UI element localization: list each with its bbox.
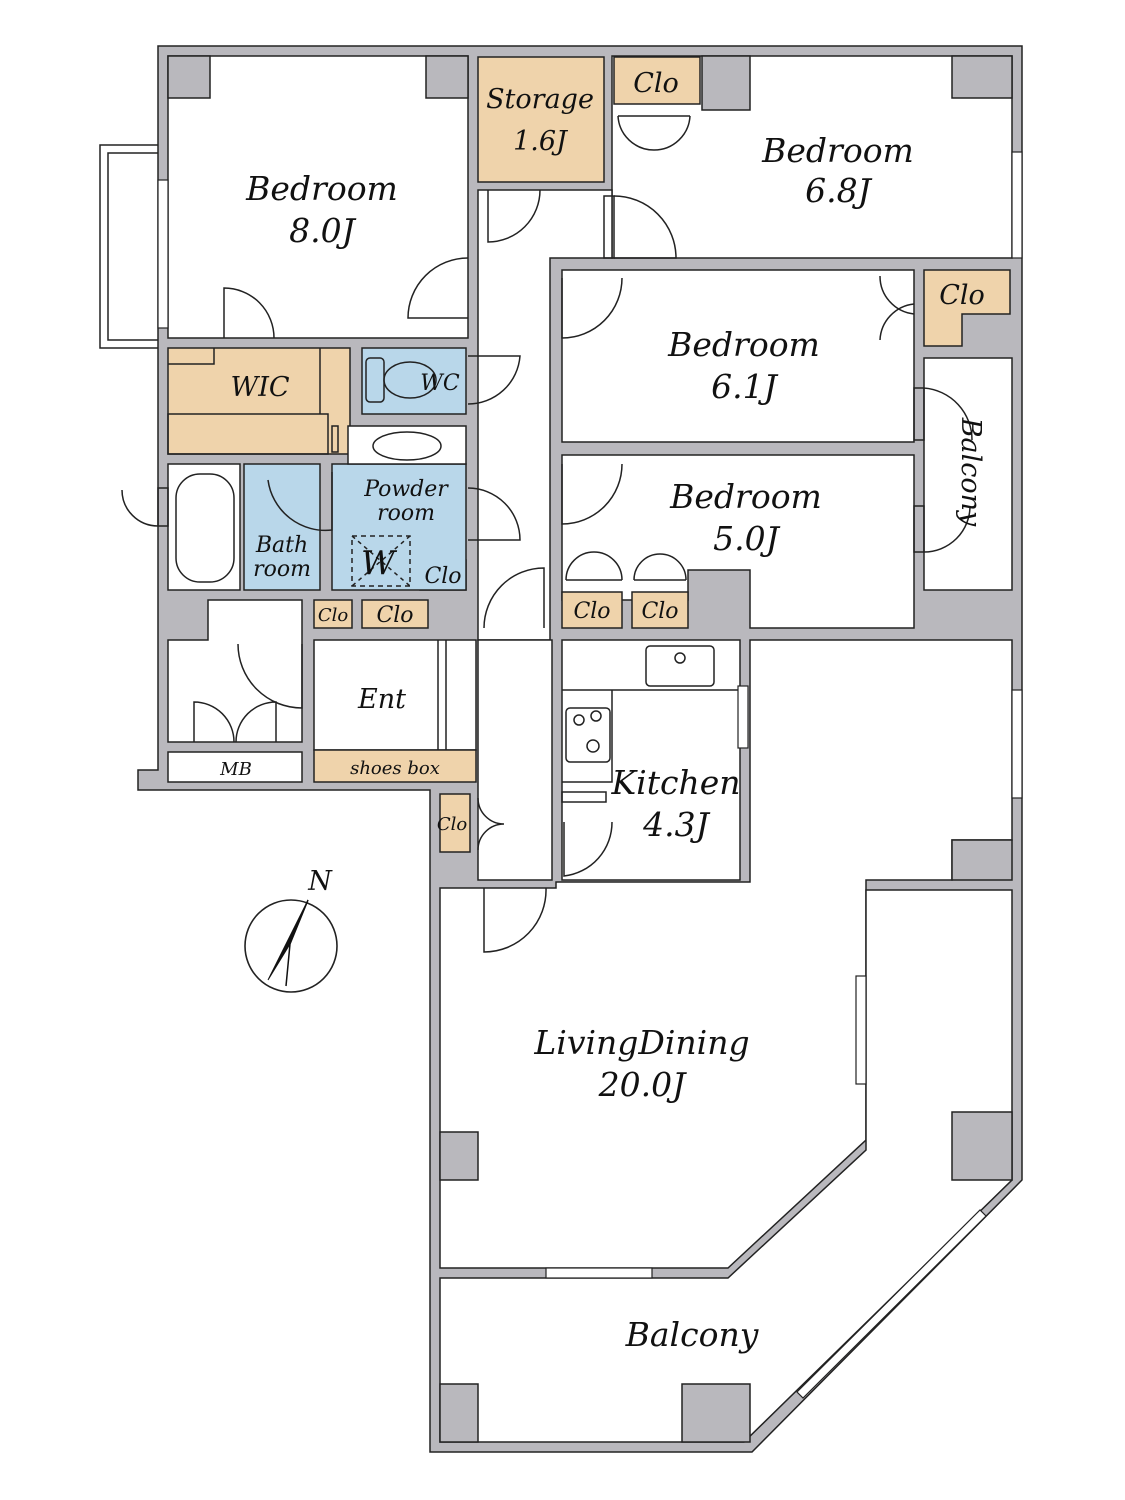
- closet-ne: [613, 56, 701, 105]
- closet-small-2: [361, 599, 429, 629]
- closet-label: Clo: [641, 599, 678, 624]
- closet-mid: [923, 269, 1011, 347]
- bedroom-nw-size: 8.0J: [289, 211, 356, 250]
- bedroom-ne-size: 6.8J: [805, 171, 872, 210]
- column: [951, 55, 1013, 99]
- shoes-box-label: shoes box: [350, 758, 440, 779]
- kitchen-shelf: [561, 791, 607, 803]
- closet-label: Clo: [437, 814, 468, 835]
- bedroom-ne-name: Bedroom: [761, 131, 914, 170]
- window: [737, 685, 749, 749]
- closet-small-1: [313, 599, 353, 629]
- window: [1011, 151, 1023, 259]
- column: [951, 1111, 1013, 1181]
- closet-bed-1: [561, 591, 623, 629]
- column: [425, 55, 469, 99]
- powder-room-label-1: Powder: [363, 477, 449, 502]
- stove: [565, 707, 611, 763]
- shoes-box: [313, 749, 477, 783]
- washer-pan: [351, 535, 411, 587]
- burner: [586, 739, 600, 753]
- entrance-label: Ent: [357, 684, 406, 715]
- balcony-east-label: Balcony: [955, 417, 986, 527]
- closet-label: Clo: [376, 603, 413, 628]
- basin: [372, 431, 442, 461]
- wic-door-jamb: [331, 425, 339, 453]
- closet-label: Clo: [939, 280, 985, 311]
- storage-size: 1.6J: [513, 126, 569, 157]
- compass: [244, 899, 338, 993]
- window: [157, 179, 169, 329]
- bathtub: [175, 473, 235, 583]
- bedroom-mid-size: 6.1J: [711, 367, 778, 406]
- storage-room: [477, 56, 605, 183]
- entrance-step: [437, 640, 447, 750]
- bedroom-small-name: Bedroom: [669, 477, 822, 516]
- vestibule-area: [167, 599, 303, 743]
- wic-label: WIC: [230, 372, 289, 403]
- toilet-bowl: [383, 361, 437, 399]
- kitchen-size: 4.3J: [642, 805, 710, 844]
- powder-room-label-2: room: [377, 501, 435, 526]
- sink-drain: [674, 652, 686, 664]
- kitchen-sink: [645, 645, 715, 687]
- wic-shelf: [167, 413, 329, 455]
- compass-needle-outline: [285, 899, 309, 987]
- balcony-south-area: [439, 889, 1013, 1443]
- bath-room-label-1: Bath: [255, 533, 308, 558]
- powder-room: [331, 463, 467, 591]
- meter-box-label: MB: [219, 759, 252, 780]
- column: [439, 1383, 479, 1443]
- burner: [573, 714, 585, 726]
- west-balcony-rail-inner: [107, 152, 158, 341]
- bedroom-nw-name: Bedroom: [245, 169, 398, 208]
- bedroom-mid-name: Bedroom: [667, 325, 820, 364]
- burner: [590, 710, 602, 722]
- closet-hall: [439, 793, 471, 853]
- closet-label: Clo: [318, 605, 349, 626]
- window: [1011, 689, 1023, 799]
- window: [855, 975, 867, 1085]
- closet-label: Clo: [424, 564, 461, 589]
- doors: [121, 115, 973, 953]
- compass-north-label: N: [307, 866, 333, 897]
- west-balcony-rail: [99, 144, 158, 349]
- wc-label: WC: [420, 371, 460, 396]
- column: [951, 839, 1013, 881]
- bedroom-mid-area: [561, 269, 915, 443]
- hall-lower-area: [477, 639, 553, 881]
- column: [701, 55, 751, 111]
- washer-label: W: [361, 543, 398, 582]
- bedroom-small-size: 5.0J: [713, 519, 780, 558]
- closet-bed-2: [631, 591, 689, 629]
- column: [681, 1383, 751, 1443]
- window: [545, 1267, 653, 1279]
- kitchen-counter: [562, 689, 740, 783]
- closet-label: Clo: [633, 68, 679, 99]
- living-dining-name: LivingDining: [533, 1023, 749, 1062]
- living-dining-size: 20.0J: [598, 1065, 687, 1104]
- column: [167, 55, 211, 99]
- balcony-south-label: Balcony: [625, 1315, 759, 1354]
- wc-room: [361, 347, 467, 415]
- column: [439, 1131, 479, 1181]
- bath-room-label-2: room: [253, 557, 311, 582]
- window: [796, 1209, 987, 1399]
- wic-rod: [168, 348, 215, 365]
- closet-label: Clo: [573, 599, 610, 624]
- compass-ring: [244, 899, 338, 993]
- kitchen-name: Kitchen: [611, 763, 741, 802]
- meter-box: [167, 751, 303, 783]
- storage-name: Storage: [486, 84, 594, 115]
